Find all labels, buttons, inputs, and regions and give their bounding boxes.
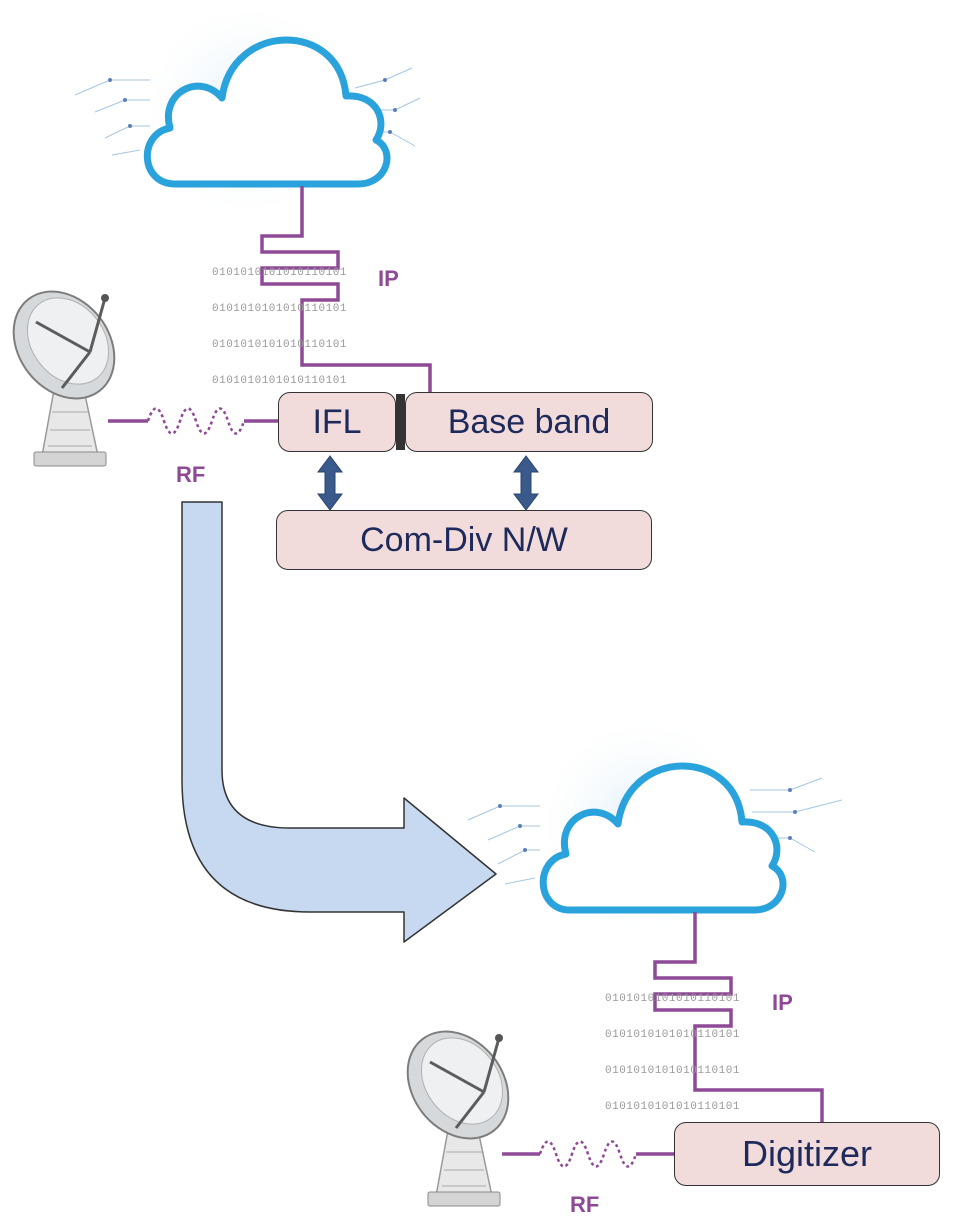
baseband-label: Base band	[447, 402, 611, 441]
binary-line: 0101010101010110101	[212, 339, 347, 351]
rf-label-top: RF	[176, 462, 206, 487]
binary-stream-top: 0101010101010110101 0101010101010110101 …	[212, 243, 347, 411]
rf-wave	[146, 407, 246, 435]
ifl-label: IFL	[312, 402, 362, 441]
box-connector	[396, 394, 405, 450]
binary-line: 0101010101010110101	[605, 1101, 740, 1113]
ip-link-bottom	[653, 912, 824, 1122]
double-arrow-baseband	[513, 455, 539, 511]
comdiv-network-box: Com-Div N/W	[276, 510, 652, 570]
ip-label-bottom: IP	[772, 990, 793, 1015]
binary-stream-bottom: 0101010101010110101 0101010101010110101 …	[605, 969, 740, 1137]
circuit-dots	[498, 788, 797, 852]
binary-line: 0101010101010110101	[605, 993, 740, 1005]
digitizer-box: Digitizer	[674, 1122, 940, 1186]
binary-line: 0101010101010110101	[605, 1065, 740, 1077]
satellite-dish-icon	[12, 290, 116, 467]
binary-line: 0101010101010110101	[212, 375, 347, 387]
circuit-dots	[108, 78, 397, 134]
curved-arrow-icon	[181, 501, 497, 943]
binary-line: 0101010101010110101	[212, 267, 347, 279]
baseband-box: Base band	[405, 392, 653, 452]
rf-wave	[538, 1140, 638, 1168]
digitizer-label: Digitizer	[741, 1133, 873, 1174]
double-arrow-ifl	[317, 455, 343, 511]
cloud-bottom-group	[467, 710, 843, 940]
ip-link-top	[260, 186, 432, 392]
ip-label-top: IP	[378, 266, 399, 291]
rf-label-bottom: RF	[570, 1192, 600, 1217]
binary-line: 0101010101010110101	[605, 1029, 740, 1041]
binary-line: 0101010101010110101	[212, 303, 347, 315]
ifl-box: IFL	[278, 392, 396, 452]
cloud-top-group	[74, 0, 421, 225]
cloud-icon	[143, 36, 391, 188]
cloud-icon	[539, 762, 787, 914]
satellite-dish-icon	[406, 1030, 510, 1207]
comdiv-label: Com-Div N/W	[360, 520, 568, 559]
